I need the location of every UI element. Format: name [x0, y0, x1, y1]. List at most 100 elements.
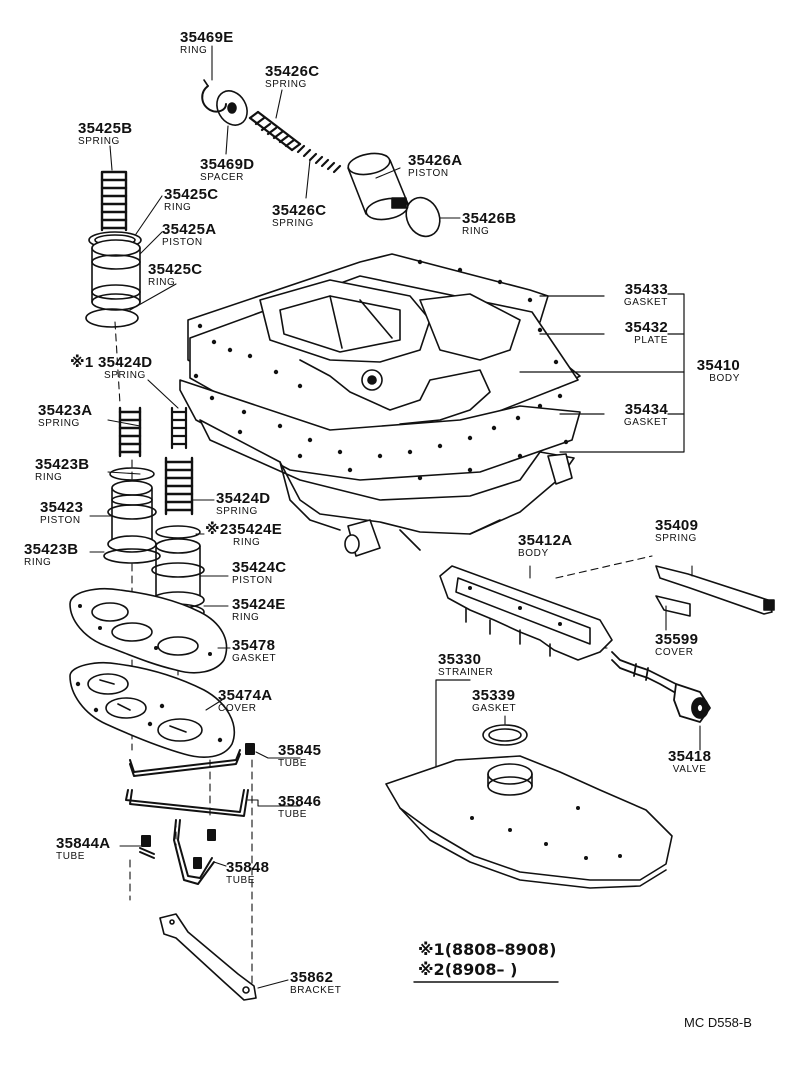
part-name: RING [233, 537, 261, 548]
part-number: 35474A [218, 687, 273, 704]
label-35339: 35339 GASKET [472, 688, 516, 714]
ring-35423b-lower-drawing [103, 548, 161, 564]
part-number: 35599 [655, 631, 699, 648]
part-name: BRACKET [290, 985, 342, 996]
label-35433: 35433 GASKET [624, 282, 668, 308]
part-number: ※235424E [205, 521, 283, 538]
part-name: TUBE [278, 809, 308, 820]
part-name: SPACER [200, 172, 244, 183]
part-number: 35426A [408, 152, 463, 169]
gasket-35478-drawing [69, 588, 228, 674]
part-name: GASKET [232, 653, 277, 664]
ring-35425c-lower-drawing [85, 308, 139, 328]
drawing-reference-code: MC D558-B [684, 1015, 752, 1030]
part-name: PISTON [40, 515, 81, 526]
tube-35844a-drawing [139, 835, 155, 859]
part-name: PLATE [634, 335, 668, 346]
label-35423a: 35423A SPRING [38, 403, 92, 429]
label-35862: 35862 BRACKET [290, 970, 341, 996]
bracket-35862-drawing [159, 913, 257, 1001]
part-number: 35478 [232, 637, 276, 654]
spring-35425b-drawing [100, 170, 128, 232]
spring-35409-drawing [655, 565, 775, 615]
label-35848: 35848 TUBE [226, 860, 269, 886]
part-number: 35410 [696, 357, 740, 374]
label-35426b: 35426B RING [462, 211, 516, 237]
part-name: RING [164, 202, 192, 213]
part-name: GASKET [472, 703, 517, 714]
cover-35474a-drawing [69, 661, 236, 758]
part-number: 35469D [200, 156, 255, 173]
part-number: 35418 [668, 748, 712, 765]
label-35418: 35418 VALVE [668, 749, 711, 775]
part-number: 35432 [624, 319, 668, 336]
tube-35848-drawing [173, 819, 216, 885]
label-35845: 35845 TUBE [278, 743, 321, 769]
snap-ring-35469e-drawing [201, 79, 227, 113]
part-number: 35426C [272, 202, 327, 219]
label-35330: 35330 STRAINER [438, 652, 493, 678]
part-name: TUBE [278, 758, 308, 769]
label-35846: 35846 TUBE [278, 794, 321, 820]
spring-35424d-upper-drawing [170, 406, 188, 450]
label-35599: 35599 COVER [655, 632, 698, 658]
part-name: RING [180, 45, 208, 56]
part-number: 35409 [655, 517, 699, 534]
note-mark: ※1 [70, 354, 94, 371]
label-35426a: 35426A PISTON [408, 153, 462, 179]
part-number: 35424D [216, 490, 271, 507]
label-35434: 35434 GASKET [624, 402, 668, 428]
part-name: COVER [655, 647, 694, 658]
part-number: 35424C [232, 559, 287, 576]
part-number: 35423B [35, 456, 90, 473]
label-35425a: 35425A PISTON [162, 222, 216, 248]
note-mark: ※2 [205, 521, 229, 538]
part-name: SPRING [655, 533, 697, 544]
part-name: SPRING [216, 506, 258, 517]
label-35424c: 35424C PISTON [232, 560, 286, 586]
part-name: SPRING [38, 418, 80, 429]
gasket-35339-drawing [482, 724, 528, 746]
part-number: ※1 35424D [70, 354, 153, 371]
part-name: SPRING [104, 370, 146, 381]
part-name: TUBE [226, 875, 256, 886]
part-number: 35425A [162, 221, 217, 238]
part-number: 35423 [40, 499, 84, 516]
part-number: 35846 [278, 793, 322, 810]
label-35423: 35423 PISTON [40, 500, 83, 526]
label-35423b-lower: 35423B RING [24, 542, 78, 568]
part-name: RING [462, 226, 490, 237]
part-name: RING [24, 557, 52, 568]
cover-35599-drawing [655, 595, 691, 617]
part-name: SPRING [265, 79, 307, 90]
label-35432: 35432 PLATE [625, 320, 668, 346]
label-35469e: 35469E RING [180, 30, 234, 56]
ring-35424e-upper-drawing [155, 525, 201, 539]
body-assembly-bracket-lines [519, 293, 685, 453]
part-name: RING [148, 277, 176, 288]
part-number: 35339 [472, 687, 516, 704]
spring-35426c-upper-drawing [248, 110, 302, 152]
part-name: GASKET [623, 417, 668, 428]
label-35412a: 35412A BODY [518, 533, 572, 559]
part-number: 35469E [180, 29, 234, 46]
part-number: 35425B [78, 120, 133, 137]
part-name: PISTON [162, 237, 203, 248]
label-35469d: 35469D SPACER [200, 157, 254, 183]
note-1: ※1(8808–8908) [418, 940, 557, 959]
label-35424d-lower: 35424D SPRING [216, 491, 270, 517]
label-35478: 35478 GASKET [232, 638, 276, 664]
tube-35846-drawing [125, 789, 249, 817]
part-number: 35423B [24, 541, 79, 558]
note-2: ※2(8908– ) [418, 960, 518, 979]
label-35474a: 35474A COVER [218, 688, 272, 714]
label-35844a: 35844A TUBE [56, 836, 110, 862]
valve-body-35412a-drawing [439, 565, 613, 661]
manual-valve-35418-drawing [611, 651, 711, 723]
part-number: 35426C [265, 63, 320, 80]
part-name: VALVE [672, 764, 707, 775]
part-name: STRAINER [438, 667, 494, 678]
part-number: 35844A [56, 835, 111, 852]
piston-35425a-drawing [91, 239, 141, 311]
